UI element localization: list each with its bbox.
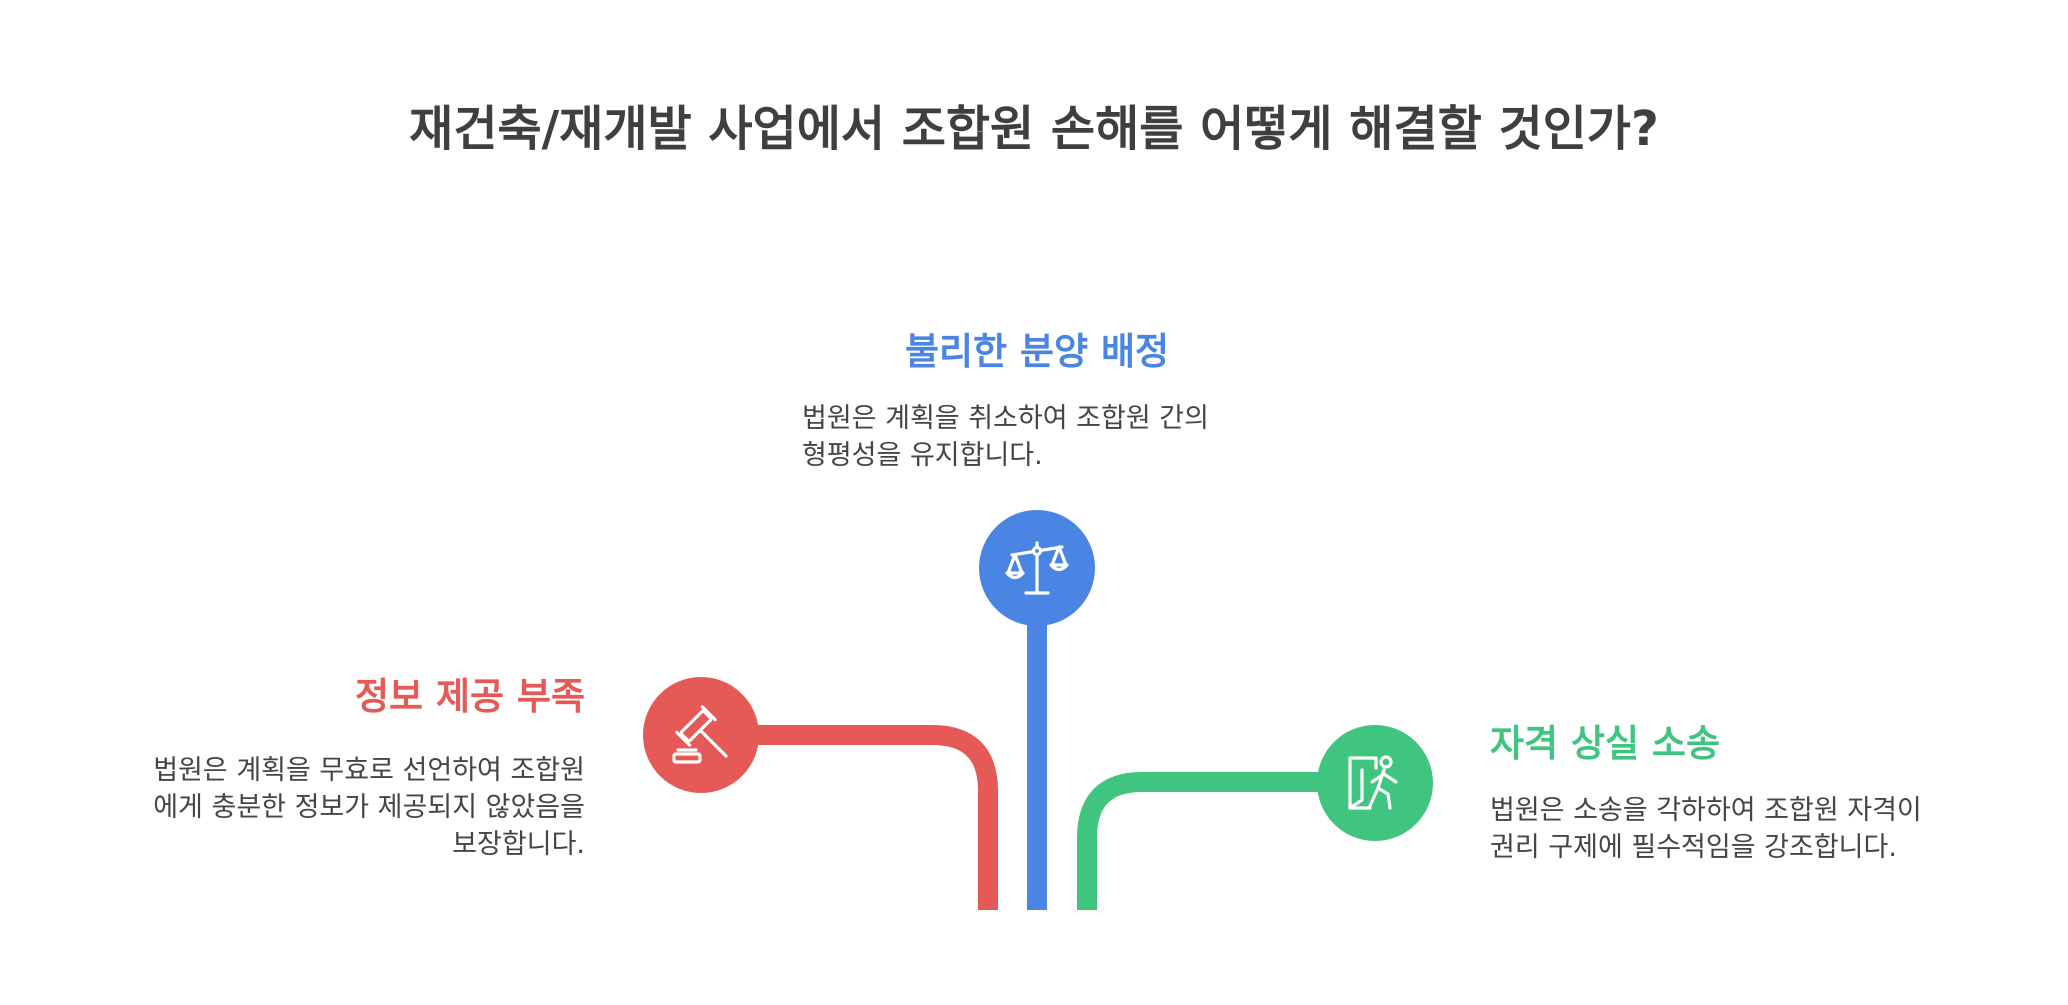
description-line: 법원은 소송을 각하하여 조합원 자격이 [1490, 795, 1922, 826]
branch-description-unfair-allocation: 법원은 계획을 취소하여 조합원 간의 형평성을 유지합니다. [802, 400, 1209, 474]
branch-description-disqualification-lawsuit: 법원은 소송을 각하하여 조합원 자격이 권리 구제에 필수적임을 강조합니다. [1490, 792, 1922, 866]
gavel-icon-badge [643, 677, 759, 793]
branch-description-lack-of-information: 법원은 계획을 무효로 선언하여 조합원 에게 충분한 정보가 제공되지 않았음… [153, 752, 585, 863]
person-leaving-door-icon [1348, 755, 1398, 810]
branch-heading-unfair-allocation: 불리한 분양 배정 [904, 330, 1170, 373]
diagram-title: 재건축/재개발 사업에서 조합원 손해를 어떻게 해결할 것인가? [409, 101, 1659, 157]
description-line: 법원은 계획을 취소하여 조합원 간의 [802, 403, 1209, 434]
person-leaving-door-icon-badge [1317, 725, 1433, 841]
description-line: 보장합니다. [452, 829, 585, 860]
red-connector [757, 725, 998, 910]
green-connector [1077, 772, 1318, 910]
scales-icon [1005, 541, 1069, 595]
branch-heading-lack-of-information: 정보 제공 부족 [354, 675, 585, 718]
gavel-icon [672, 705, 728, 764]
description-line: 에게 충분한 정보가 제공되지 않았음을 [153, 792, 585, 823]
description-line: 형평성을 유지합니다. [802, 440, 1043, 471]
description-line: 법원은 계획을 무효로 선언하여 조합원 [153, 755, 585, 786]
description-line: 권리 구제에 필수적임을 강조합니다. [1490, 832, 1897, 863]
scales-icon-badge [979, 510, 1095, 626]
branch-heading-disqualification-lawsuit: 자격 상실 소송 [1490, 722, 1721, 765]
